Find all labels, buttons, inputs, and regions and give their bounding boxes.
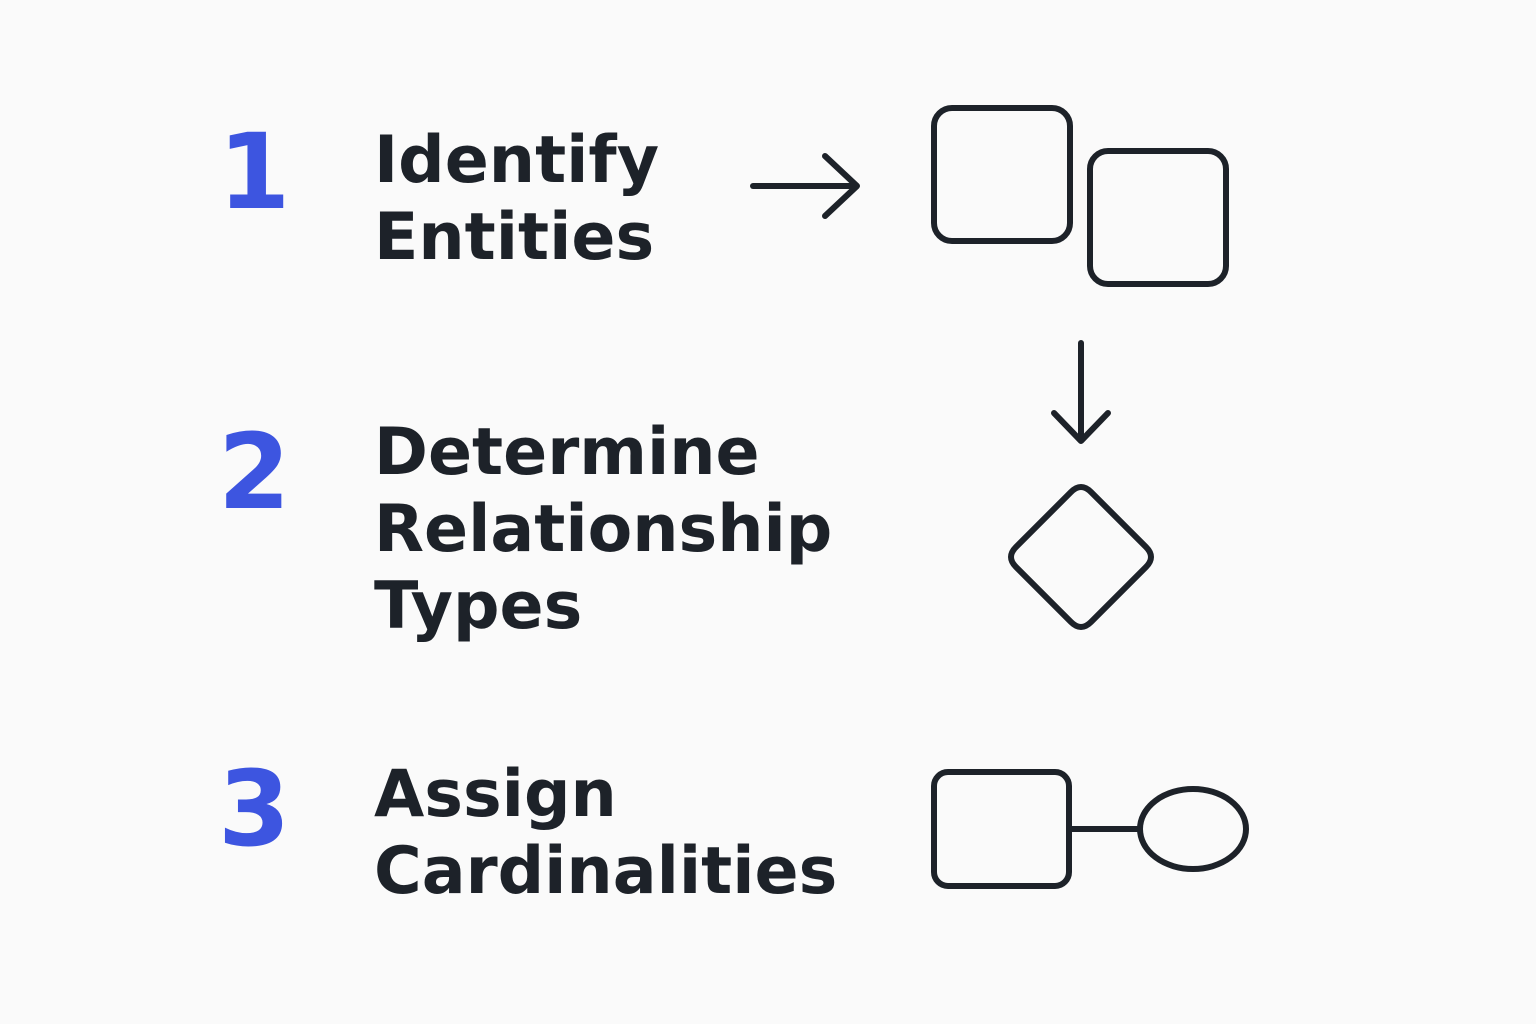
step-3-label-line-1: Assign — [374, 757, 617, 832]
entity-box-1 — [931, 105, 1073, 244]
relationship-diamond-icon — [1008, 484, 1154, 630]
entity-boxes-icon — [931, 105, 1229, 287]
step-1-number: 1 — [218, 111, 291, 233]
step-3-label: Assign Cardinalities — [374, 756, 837, 910]
step-1-label-line-2: Entities — [374, 200, 655, 275]
step-2-label-line-3: Types — [374, 569, 583, 644]
step-2-label-line-2: Relationship — [374, 492, 833, 567]
relationship-diamond — [1008, 484, 1154, 630]
step-3-label-line-2: Cardinalities — [374, 834, 838, 909]
entity-box-3 — [931, 769, 1072, 889]
arrow-right-icon — [750, 153, 860, 219]
step-2-number: 2 — [218, 411, 291, 533]
arrow-down-icon — [1051, 340, 1111, 444]
step-1-label: Identify Entities — [374, 122, 659, 276]
entity-box-2 — [1087, 148, 1229, 287]
attribute-ellipse — [1137, 786, 1249, 872]
entity-attribute-icon — [931, 769, 1249, 889]
step-2-label: Determine Relationship Types — [374, 414, 832, 645]
step-2-label-line-1: Determine — [374, 415, 760, 490]
step-1-label-line-1: Identify — [374, 123, 660, 198]
step-3-number: 3 — [218, 748, 291, 870]
